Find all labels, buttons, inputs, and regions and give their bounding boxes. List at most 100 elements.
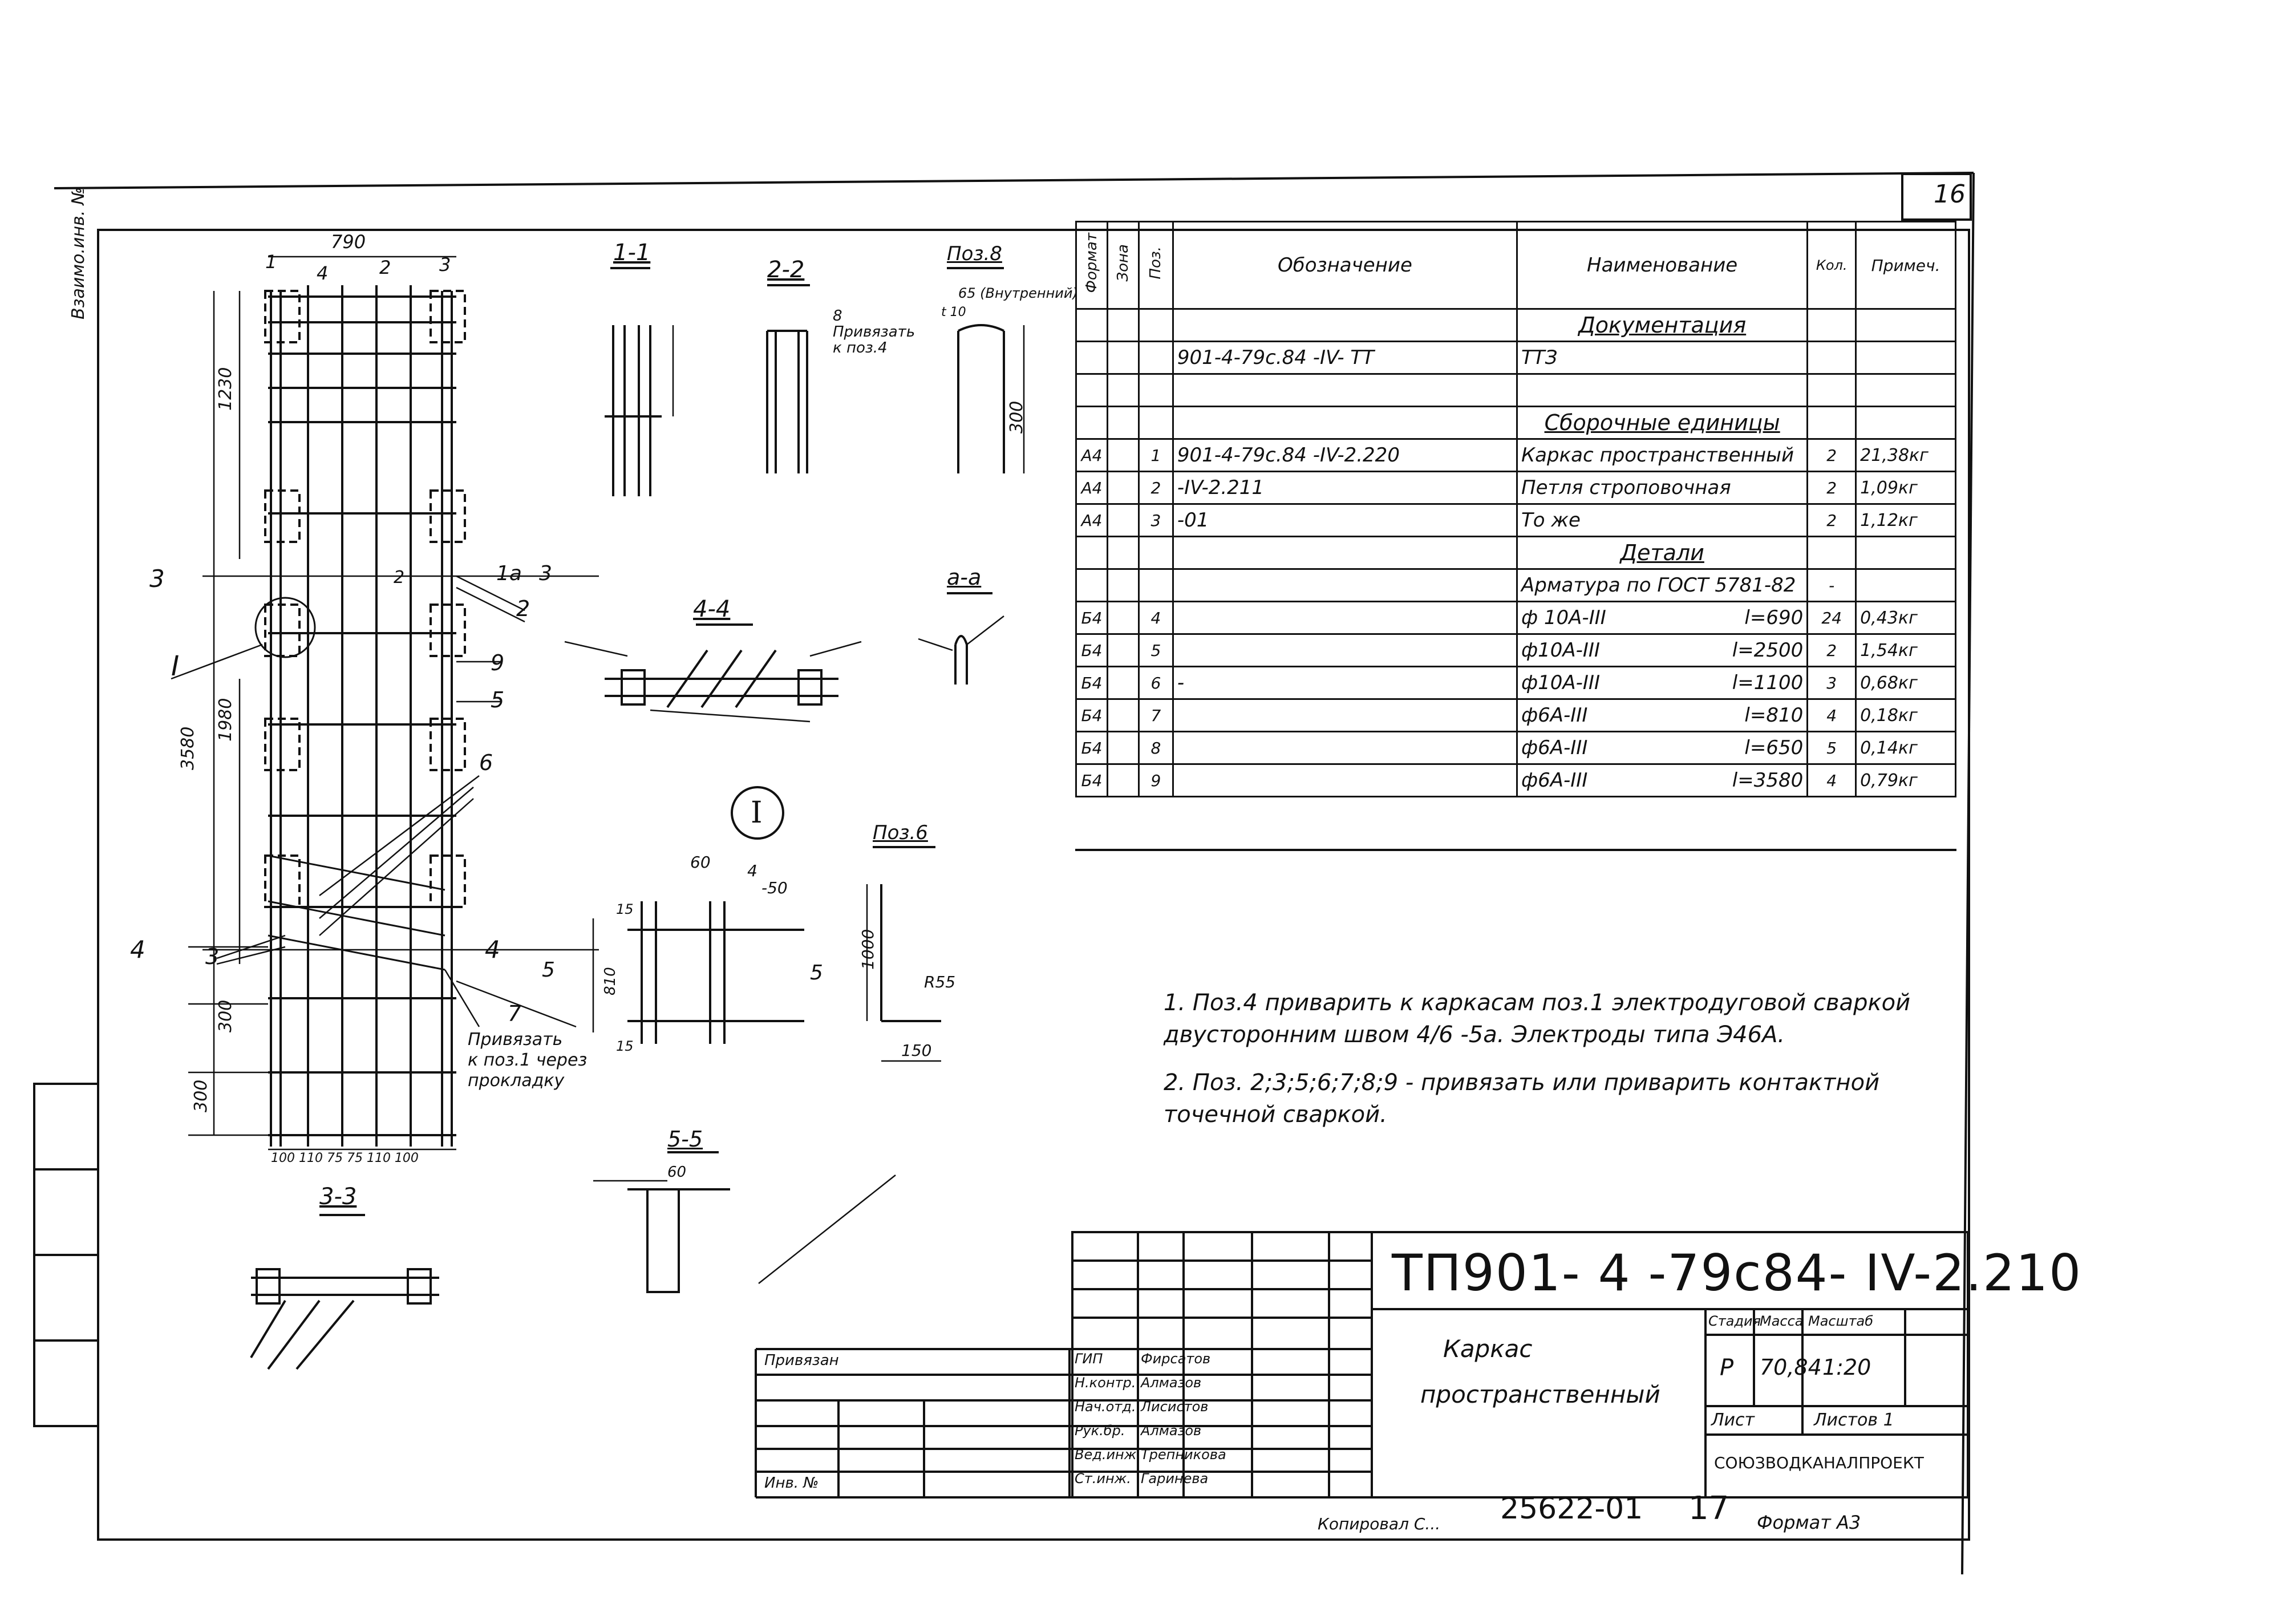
section-a-a bbox=[918, 592, 1004, 685]
role-label: Н.контр. bbox=[1075, 1375, 1136, 1391]
s22-note-line2: к поз.4 bbox=[833, 339, 888, 357]
spec-cell-designation bbox=[1172, 373, 1518, 407]
spec-h-pos: Поз. bbox=[1137, 221, 1174, 310]
spec-cell-qty: 2 bbox=[1806, 503, 1857, 537]
spec-cell-designation bbox=[1172, 698, 1518, 732]
spec-cell-name: ТТЗ bbox=[1516, 341, 1809, 375]
detail-dim-50: -50 bbox=[761, 878, 788, 897]
spec-cell-pos: 6 bbox=[1137, 666, 1174, 700]
spec-cell-format: Б4 bbox=[1075, 731, 1108, 765]
sheet-number: 16 bbox=[1934, 180, 1966, 209]
spec-cell-format bbox=[1075, 568, 1108, 602]
spec-cell-note: 0,14кг bbox=[1855, 731, 1956, 765]
spec-cell-designation: - bbox=[1172, 666, 1518, 700]
spec-cell-zone bbox=[1106, 536, 1140, 570]
spec-cell-zone bbox=[1106, 438, 1140, 472]
plan-label-2: 2 bbox=[379, 257, 391, 278]
pos6-sketch bbox=[866, 846, 941, 1062]
spec-name-text: ф6А-III bbox=[1521, 769, 1588, 792]
org-name: СОЮЗВОДКАНАЛПРОЕКТ bbox=[1714, 1453, 1924, 1472]
spec-cell-zone bbox=[1106, 666, 1140, 700]
title-block-lines bbox=[755, 1231, 1969, 1499]
spec-cell-qty bbox=[1806, 341, 1857, 375]
role-label: Нач.отд. bbox=[1075, 1399, 1136, 1415]
spec-cell-pos: 5 bbox=[1137, 633, 1174, 667]
mass-label: Масса bbox=[1760, 1313, 1804, 1329]
spec-cell-qty: 5 bbox=[1806, 731, 1857, 765]
marker-4-left: 4 bbox=[130, 935, 145, 963]
signer-name: Алмазов bbox=[1141, 1375, 1202, 1391]
spec-cell-note: 0,79кг bbox=[1855, 763, 1956, 797]
role-label: Ст.инж. bbox=[1075, 1471, 1131, 1487]
spec-cell-format bbox=[1075, 536, 1108, 570]
plan-view bbox=[254, 285, 466, 1147]
spec-length-text: l=2500 bbox=[1732, 639, 1804, 662]
leader-3: 3 bbox=[205, 944, 220, 969]
signer-name: Алмазов bbox=[1141, 1423, 1202, 1439]
section-2-2 bbox=[766, 284, 810, 473]
leader-2a: 2 bbox=[516, 596, 530, 621]
spec-cell-name: То же bbox=[1516, 503, 1809, 537]
sheets-label: Листов 1 bbox=[1814, 1410, 1894, 1430]
linked-label: Привязан bbox=[764, 1352, 839, 1369]
spec-cell-zone bbox=[1106, 568, 1140, 602]
detail-dim-15b: 15 bbox=[616, 1038, 634, 1054]
bind-note-line2: к поз.1 через bbox=[468, 1050, 588, 1070]
spec-cell-pos: 7 bbox=[1137, 698, 1174, 732]
spec-cell-designation bbox=[1172, 568, 1518, 602]
pos8-sketch bbox=[947, 267, 1025, 473]
spec-cell-designation bbox=[1172, 308, 1518, 342]
dim-3580: 3580 bbox=[178, 726, 198, 770]
title-line2: пространственный bbox=[1420, 1380, 1660, 1408]
spec-cell-note: 0,43кг bbox=[1855, 601, 1956, 635]
spec-cell-qty: 2 bbox=[1806, 633, 1857, 667]
spec-cell-qty bbox=[1806, 373, 1857, 407]
spec-cell-format: А4 bbox=[1075, 438, 1108, 472]
marker-5-right: 5 bbox=[810, 961, 823, 985]
page-number: 17 bbox=[1688, 1490, 1729, 1527]
pos8-dim-t10: t 10 bbox=[941, 305, 966, 319]
section-5-5 bbox=[593, 1151, 896, 1293]
section-4-4 bbox=[564, 623, 862, 723]
role-label: Вед.инж. bbox=[1075, 1447, 1141, 1463]
spec-row bbox=[1075, 373, 1956, 407]
spec-cell-zone bbox=[1106, 471, 1140, 505]
scale-value: 1:20 bbox=[1822, 1355, 1871, 1380]
dimension-lines bbox=[171, 256, 599, 1151]
spec-cell-note: 1,54кг bbox=[1855, 633, 1956, 667]
specification-table: Формат Зона Поз. Обозначение Наименовани… bbox=[1075, 221, 1956, 797]
dim-300-a: 300 bbox=[216, 999, 236, 1032]
dim-1230: 1230 bbox=[216, 367, 236, 411]
leader-9: 9 bbox=[491, 650, 505, 675]
spec-cell-qty: 4 bbox=[1806, 763, 1857, 797]
section-1-1 bbox=[605, 267, 674, 496]
marker-3-left: 3 bbox=[149, 565, 165, 593]
spec-cell-zone bbox=[1106, 633, 1140, 667]
dim-300-b: 300 bbox=[191, 1079, 211, 1112]
section-2-2-title: 2-2 bbox=[767, 257, 805, 283]
doc-code: ТП901- 4 -79с84- IV-2.210 bbox=[1392, 1244, 2083, 1302]
spec-length-text: l=810 bbox=[1744, 704, 1804, 727]
spec-cell-designation bbox=[1172, 731, 1518, 765]
signer-name: Гаринева bbox=[1141, 1471, 1209, 1487]
spec-cell-pos: 9 bbox=[1137, 763, 1174, 797]
spec-cell-zone bbox=[1106, 308, 1140, 342]
leader-6: 6 bbox=[479, 750, 493, 775]
detail-marker-I: I bbox=[171, 650, 180, 682]
mass-value: 70,84 bbox=[1760, 1355, 1822, 1380]
spec-cell-qty: - bbox=[1806, 568, 1857, 602]
spec-cell-note bbox=[1855, 406, 1956, 440]
spec-cell-qty bbox=[1806, 406, 1857, 440]
top-trim-line bbox=[54, 172, 1974, 189]
